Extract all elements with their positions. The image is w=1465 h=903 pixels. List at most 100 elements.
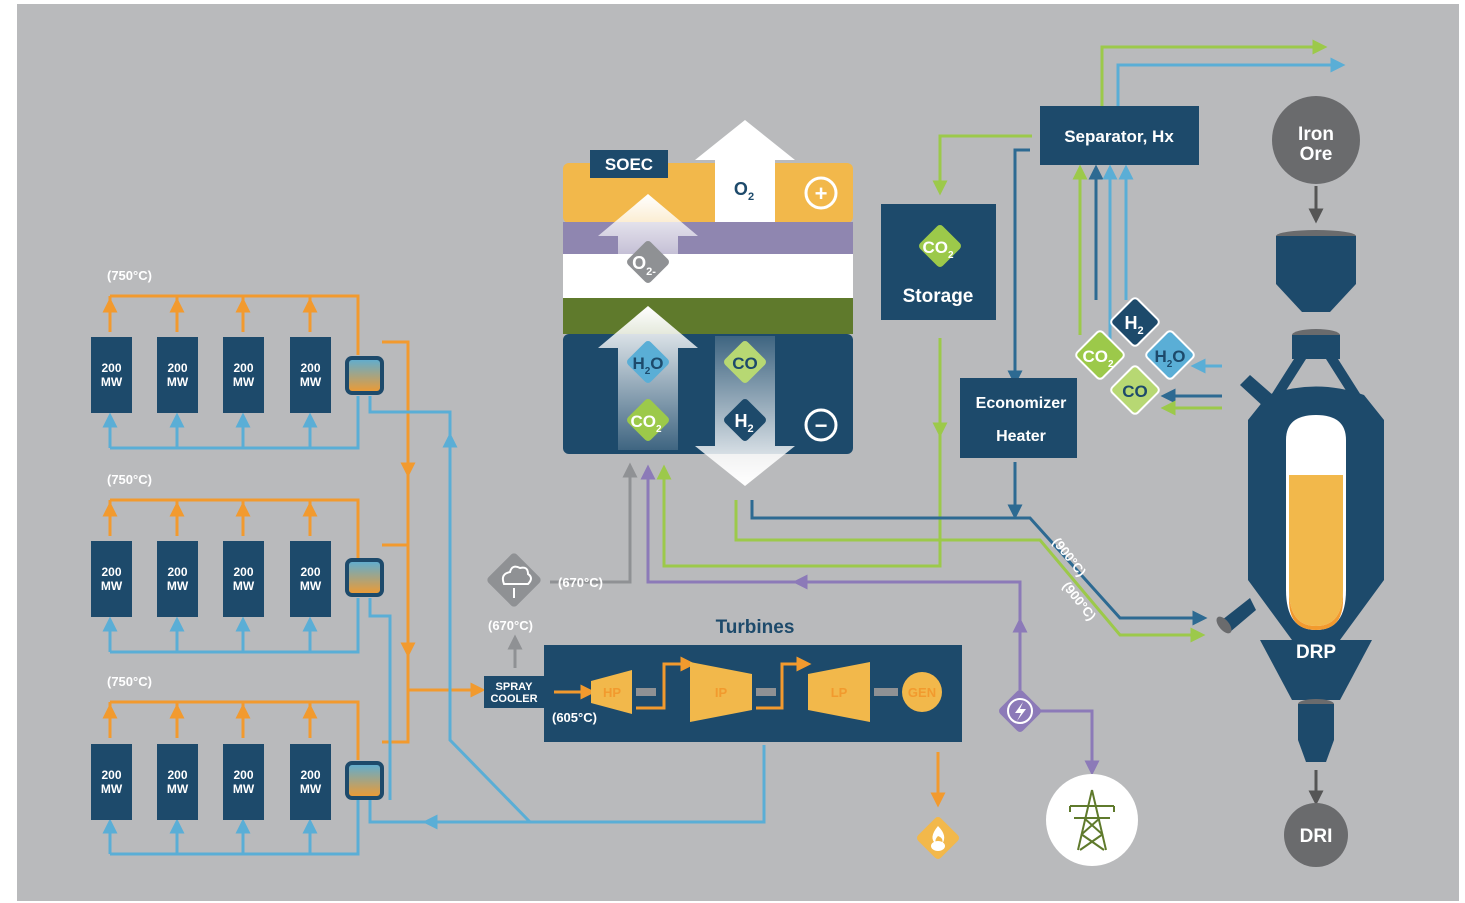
reactor-module: 200 MW: [157, 744, 198, 820]
heat-exchanger: [345, 761, 384, 800]
ip-turbine: [690, 662, 752, 722]
reactor-module: 200 MW: [223, 744, 264, 820]
reactor-module: 200 MW: [223, 541, 264, 617]
svg-text:O2-: O2-: [632, 253, 656, 278]
co-molecule: CO: [1110, 365, 1160, 415]
recycle-gas-mix: H2 CO2 H2O CO: [1075, 297, 1195, 415]
svg-text:Economizer: Economizer: [976, 395, 1067, 412]
svg-text:−: −: [815, 413, 828, 438]
reactor-temp-label: (750°C): [107, 268, 152, 283]
separator-hx: Separator, Hx: [1040, 106, 1199, 165]
svg-text:O2: O2: [734, 179, 754, 203]
steam-temp-label: (670°C): [558, 575, 603, 590]
svg-text:IP: IP: [715, 685, 728, 700]
reactor-module: 200 MW: [223, 337, 264, 413]
heat-exchanger: [345, 558, 384, 597]
reactor-module: 200 MW: [91, 744, 132, 820]
svg-text:CO2: CO2: [1082, 347, 1114, 370]
iron-ore-input: Iron Ore: [1272, 96, 1360, 184]
svg-text:HP: HP: [603, 685, 621, 700]
co2-molecule: CO2: [1075, 330, 1125, 380]
power-grid-icon: [1046, 774, 1138, 866]
svg-text:CO2: CO2: [922, 238, 954, 261]
h2-molecule: H2: [1110, 297, 1160, 347]
svg-text:MW: MW: [300, 782, 322, 796]
h2-molecule: H2: [724, 399, 766, 441]
steam-temp-label: (670°C): [488, 618, 533, 633]
drp-shaft-furnace: DRP: [1216, 230, 1384, 762]
reactor-module: 200 MW: [290, 744, 331, 820]
reactor-module: 200 MW: [157, 337, 198, 413]
economizer-heater: Economizer Heater: [960, 378, 1077, 458]
svg-text:GEN: GEN: [908, 685, 936, 700]
svg-text:MW: MW: [167, 579, 189, 593]
storage-label: Storage: [903, 286, 974, 307]
svg-text:200: 200: [167, 361, 187, 375]
svg-text:MW: MW: [233, 579, 255, 593]
svg-text:200: 200: [300, 361, 320, 375]
reactor-temp-label: (750°C): [107, 674, 152, 689]
svg-text:COOLER: COOLER: [490, 693, 537, 705]
anode-plus-icon: +: [804, 176, 838, 210]
svg-text:MW: MW: [101, 375, 123, 389]
svg-text:MW: MW: [101, 579, 123, 593]
svg-text:MW: MW: [300, 375, 322, 389]
flow-lines: [507, 39, 1346, 808]
svg-text:MW: MW: [233, 782, 255, 796]
turbine-train: HP IP LP GEN (605°C): [544, 645, 962, 742]
svg-text:H2O: H2O: [1154, 347, 1185, 370]
svg-text:MW: MW: [167, 375, 189, 389]
svg-text:CO2: CO2: [630, 412, 662, 435]
reactor-module: 200 MW: [91, 337, 132, 413]
reactor-temp-label: (750°C): [107, 472, 152, 487]
svg-text:H2O: H2O: [632, 354, 663, 377]
hp-turbine: [591, 670, 632, 714]
svg-text:200: 200: [233, 361, 253, 375]
separator-label: Separator, Hx: [1064, 127, 1174, 146]
power-bolt-icon: [999, 690, 1041, 732]
svg-text:200: 200: [300, 768, 320, 782]
dri-output: DRI: [1284, 803, 1348, 867]
reactor-module: 200 MW: [157, 541, 198, 617]
reactor-module: 200 MW: [290, 541, 331, 617]
generator: [902, 672, 942, 712]
co-molecule: CO: [724, 341, 766, 383]
svg-text:Iron: Iron: [1298, 124, 1334, 145]
soec-label: SOEC: [605, 155, 653, 174]
svg-text:200: 200: [101, 565, 121, 579]
svg-text:DRI: DRI: [1300, 826, 1333, 847]
svg-text:SPRAY: SPRAY: [496, 681, 534, 693]
svg-text:MW: MW: [300, 579, 322, 593]
svg-text:200: 200: [300, 565, 320, 579]
turbine-inlet-temp: (605°C): [552, 710, 597, 725]
svg-text:CO: CO: [732, 354, 758, 373]
svg-text:Ore: Ore: [1300, 144, 1333, 165]
heat-flame-icon: [917, 817, 959, 859]
cathode-minus-icon: −: [804, 408, 838, 442]
svg-text:MW: MW: [101, 782, 123, 796]
svg-text:MW: MW: [233, 375, 255, 389]
steam-vent: [487, 553, 541, 607]
svg-text:H2: H2: [1124, 313, 1143, 337]
svg-text:200: 200: [101, 361, 121, 375]
turbines-title: Turbines: [716, 617, 795, 638]
soec-label-box: [590, 150, 668, 178]
svg-text:LP: LP: [831, 685, 848, 700]
h2o-molecule: H2O: [1145, 330, 1195, 380]
spray-cooler: SPRAY COOLER: [484, 676, 544, 708]
soec-stack: SOEC O2 O2- H2O CO2 CO H2: [563, 120, 853, 486]
svg-text:200: 200: [233, 768, 253, 782]
drp-label: DRP: [1296, 642, 1336, 663]
reactor-bank: (750°C) (750°C): [91, 268, 766, 856]
co2-storage: CO2 Storage: [881, 204, 996, 320]
reactor-module: 200 MW: [290, 337, 331, 413]
svg-text:+: +: [815, 181, 828, 206]
svg-text:200: 200: [101, 768, 121, 782]
svg-text:200: 200: [167, 565, 187, 579]
svg-text:200: 200: [167, 768, 187, 782]
lp-turbine: [808, 662, 870, 722]
o2-molecule: O2: [723, 167, 765, 209]
reactor-module: 200 MW: [91, 541, 132, 617]
co2-molecule: CO2: [627, 399, 669, 441]
